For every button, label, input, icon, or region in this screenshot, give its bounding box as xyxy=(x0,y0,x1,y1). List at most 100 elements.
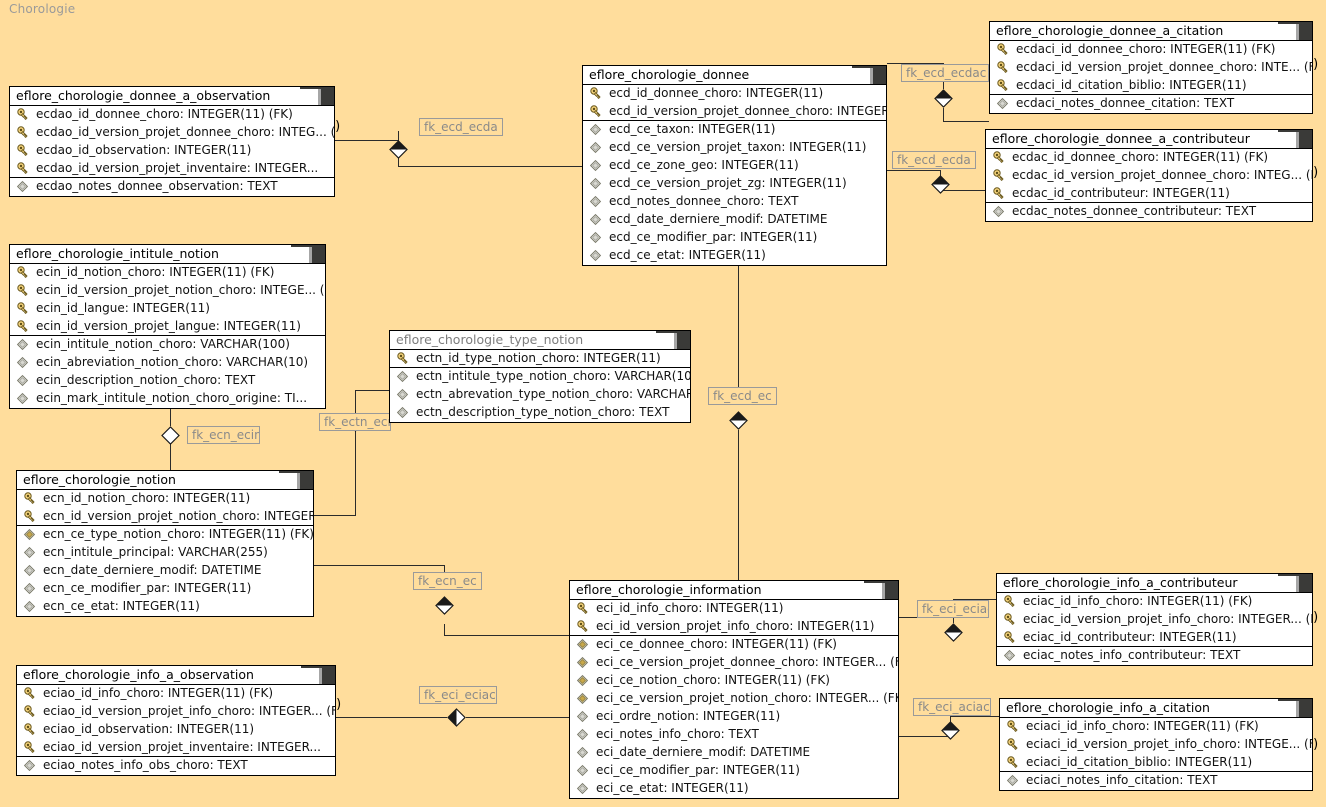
relationship-label-fk_ectn_ecn[interactable]: fk_ectn_ecn xyxy=(319,413,391,431)
attribute-row[interactable]: ecin_id_version_projet_notion_choro: INT… xyxy=(10,282,325,300)
attribute-row[interactable]: ecin_intitule_notion_choro: VARCHAR(100) xyxy=(10,336,325,354)
attribute-row[interactable]: ecin_mark_intitule_notion_choro_origine:… xyxy=(10,390,325,408)
attribute-row[interactable]: ectn_description_type_notion_choro: TEXT xyxy=(390,404,690,422)
entity-header-eciac[interactable]: eflore_chorologie_info_a_contributeur xyxy=(997,574,1312,593)
attribute-row[interactable]: ecn_intitule_principal: VARCHAR(255) xyxy=(17,544,313,562)
relationship-label-fk_eci_eciac-1[interactable]: fk_eci_eciac xyxy=(917,600,989,618)
entity-header-ecdaci[interactable]: eflore_chorologie_donnee_a_citation xyxy=(990,22,1312,41)
attribute-row[interactable]: eci_id_version_projet_info_choro: INTEGE… xyxy=(570,618,898,636)
attribute-row[interactable]: ecdaci_notes_donnee_citation: TEXT xyxy=(990,95,1312,113)
relationship-label-fk_ecd_ecda-1[interactable]: fk_ecd_ecda xyxy=(419,118,503,136)
attribute-row[interactable]: ecd_id_version_projet_donnee_choro: INTE… xyxy=(583,103,886,121)
attribute-row[interactable]: eciao_id_observation: INTEGER(11) xyxy=(17,721,335,739)
attribute-row[interactable]: eci_notes_info_choro: TEXT xyxy=(570,726,898,744)
entity-header-eci[interactable]: eflore_chorologie_information xyxy=(570,581,898,600)
entity-header-ectn[interactable]: eflore_chorologie_type_notion xyxy=(390,331,690,350)
attribute-row[interactable]: ecin_description_notion_choro: TEXT xyxy=(10,372,325,390)
attribute-row[interactable]: ectn_id_type_notion_choro: INTEGER(11) xyxy=(390,350,690,368)
entity-header-ecin[interactable]: eflore_chorologie_intitule_notion xyxy=(10,245,325,264)
attribute-row[interactable]: ecdac_notes_donnee_contributeur: TEXT xyxy=(986,203,1312,221)
entity-header-ecdac[interactable]: eflore_chorologie_donnee_a_contributeur xyxy=(986,130,1312,149)
attribute-row[interactable]: eciaci_id_citation_biblio: INTEGER(11) xyxy=(1000,754,1312,772)
attribute-row[interactable]: ecdaci_id_version_projet_donnee_choro: I… xyxy=(990,59,1312,77)
attribute-row[interactable]: eci_ce_version_projet_notion_choro: INTE… xyxy=(570,690,898,708)
attribute-row[interactable]: ecd_ce_zone_geo: INTEGER(11) xyxy=(583,157,886,175)
attribute-row[interactable]: ecdao_id_donnee_choro: INTEGER(11) (FK) xyxy=(10,106,334,124)
attribute-row[interactable]: ecin_id_langue: INTEGER(11) xyxy=(10,300,325,318)
attribute-row[interactable]: eci_date_derniere_modif: DATETIME xyxy=(570,744,898,762)
attribute-row[interactable]: ecdao_notes_donnee_observation: TEXT xyxy=(10,178,334,196)
attribute-row[interactable]: ecin_id_version_projet_langue: INTEGER(1… xyxy=(10,318,325,336)
attribute-row[interactable]: ecdao_id_observation: INTEGER(11) xyxy=(10,142,334,160)
attribute-row[interactable]: ecdaci_id_citation_biblio: INTEGER(11) xyxy=(990,77,1312,95)
attribute-row[interactable]: ecn_date_derniere_modif: DATETIME xyxy=(17,562,313,580)
attribute-row[interactable]: ecd_ce_etat: INTEGER(11) xyxy=(583,247,886,265)
attribute-row[interactable]: ecd_ce_version_projet_taxon: INTEGER(11) xyxy=(583,139,886,157)
attribute-row[interactable]: ecd_ce_modifier_par: INTEGER(11) xyxy=(583,229,886,247)
attribute-row[interactable]: eciac_id_contributeur: INTEGER(11) xyxy=(997,629,1312,647)
entity-header-eciaci[interactable]: eflore_chorologie_info_a_citation xyxy=(1000,699,1312,718)
relationship-label-fk_ecn_ec[interactable]: fk_ecn_ec xyxy=(413,572,482,590)
attribute-row[interactable]: ecd_notes_donnee_choro: TEXT xyxy=(583,193,886,211)
attribute-row[interactable]: ecd_ce_version_projet_zg: INTEGER(11) xyxy=(583,175,886,193)
attribute-row[interactable]: ecdac_id_contributeur: INTEGER(11) xyxy=(986,185,1312,203)
attribute-row[interactable]: eciao_notes_info_obs_choro: TEXT xyxy=(17,757,335,775)
attribute-row[interactable]: eciac_notes_info_contributeur: TEXT xyxy=(997,647,1312,665)
attribute-row[interactable]: eci_ce_donnee_choro: INTEGER(11) (FK) xyxy=(570,636,898,654)
attribute-row[interactable]: eciao_id_version_projet_inventaire: INTE… xyxy=(17,739,335,757)
attribute-row[interactable]: ecd_ce_taxon: INTEGER(11) xyxy=(583,121,886,139)
relationship-label-fk_ecn_ecin[interactable]: fk_ecn_ecin xyxy=(187,426,260,444)
entity-header-ecd[interactable]: eflore_chorologie_donnee xyxy=(583,66,886,85)
attribute-row[interactable]: ecn_ce_modifier_par: INTEGER(11) xyxy=(17,580,313,598)
entity-header-ecdao[interactable]: eflore_chorologie_donnee_a_observation xyxy=(10,87,334,106)
attribute-row[interactable]: eciao_id_info_choro: INTEGER(11) (FK) xyxy=(17,685,335,703)
relationship-label-fk_ecd_ecdac[interactable]: fk_ecd_ecdac xyxy=(901,64,989,82)
attribute-row[interactable]: ectn_intitule_type_notion_choro: VARCHAR… xyxy=(390,368,690,386)
attribute-row[interactable]: eciaci_id_info_choro: INTEGER(11) (FK) xyxy=(1000,718,1312,736)
attribute-row[interactable]: ecn_id_version_projet_notion_choro: INTE… xyxy=(17,508,313,526)
relationship-label-fk_ecd_ec[interactable]: fk_ecd_ec xyxy=(708,387,777,405)
crowfoot-eciaci: ⟩) xyxy=(1308,737,1319,752)
attribute-row[interactable]: eciao_id_version_projet_info_choro: INTE… xyxy=(17,703,335,721)
attribute-row[interactable]: eciac_id_info_choro: INTEGER(11) (FK) xyxy=(997,593,1312,611)
attribute-row[interactable]: ecd_id_donnee_choro: INTEGER(11) xyxy=(583,85,886,103)
attribute-row[interactable]: ecdac_id_version_projet_donnee_choro: IN… xyxy=(986,167,1312,185)
attribute-row[interactable]: ecdao_id_version_projet_inventaire: INTE… xyxy=(10,160,334,178)
attribute-row[interactable]: ecn_ce_etat: INTEGER(11) xyxy=(17,598,313,616)
attribute-row[interactable]: ecn_id_notion_choro: INTEGER(11) xyxy=(17,490,313,508)
attribute-row[interactable]: eci_ce_modifier_par: INTEGER(11) xyxy=(570,762,898,780)
attribute-row[interactable]: eciaci_id_version_projet_info_choro: INT… xyxy=(1000,736,1312,754)
attribute-row[interactable]: eciaci_notes_info_citation: TEXT xyxy=(1000,772,1312,790)
attribute-row[interactable]: eci_ordre_notion: INTEGER(11) xyxy=(570,708,898,726)
relationship-label-fk_ecd_ecda-2[interactable]: fk_ecd_ecda xyxy=(892,151,976,169)
relationship-label-fk_eci_eciac-2[interactable]: fk_eci_eciac xyxy=(419,686,497,704)
attribute-row[interactable]: eci_ce_etat: INTEGER(11) xyxy=(570,780,898,798)
attribute-row[interactable]: ecn_ce_type_notion_choro: INTEGER(11) (F… xyxy=(17,526,313,544)
attribute-row[interactable]: ecdaci_id_donnee_choro: INTEGER(11) (FK) xyxy=(990,41,1312,59)
attribute-row[interactable]: eciac_id_version_projet_info_choro: INTE… xyxy=(997,611,1312,629)
attribute-row[interactable]: eci_id_info_choro: INTEGER(11) xyxy=(570,600,898,618)
attribute-row[interactable]: eci_ce_version_projet_donnee_choro: INTE… xyxy=(570,654,898,672)
attribute-row[interactable]: ecd_date_derniere_modif: DATETIME xyxy=(583,211,886,229)
relationship-label-fk_eci_aciac[interactable]: fk_eci_aciac xyxy=(913,698,991,716)
entity-header-ecn[interactable]: eflore_chorologie_notion xyxy=(17,471,313,490)
attribute-row[interactable]: ecin_abreviation_notion_choro: VARCHAR(1… xyxy=(10,354,325,372)
attribute-row[interactable]: ecdao_id_version_projet_donnee_choro: IN… xyxy=(10,124,334,142)
attribute-row[interactable]: ecdac_id_donnee_choro: INTEGER(11) (FK) xyxy=(986,149,1312,167)
attribute-row[interactable]: ectn_abrevation_type_notion_choro: VARCH… xyxy=(390,386,690,404)
entity-header-eciao[interactable]: eflore_chorologie_info_a_observation xyxy=(17,666,335,685)
attribute-row[interactable]: eci_ce_notion_choro: INTEGER(11) (FK) xyxy=(570,672,898,690)
attribute-row[interactable]: ecin_id_notion_choro: INTEGER(11) (FK) xyxy=(10,264,325,282)
